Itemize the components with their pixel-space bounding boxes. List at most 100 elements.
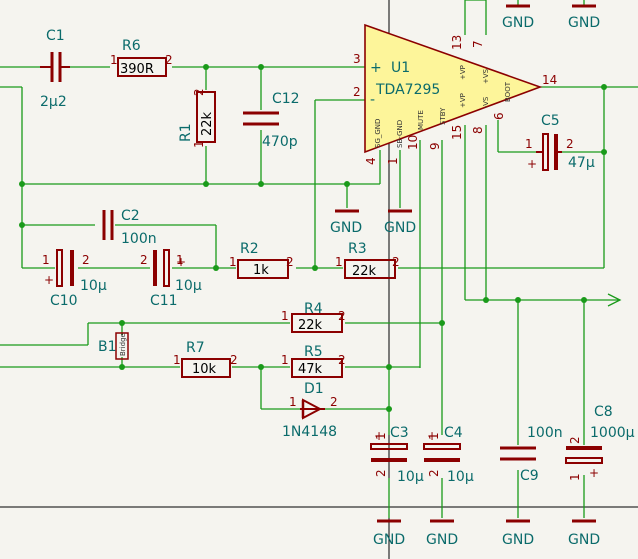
svg-text:2: 2 xyxy=(330,395,338,409)
component-c4[interactable]: C4 10µ 1 2 + xyxy=(423,425,474,485)
svg-text:BOOT: BOOT xyxy=(504,81,512,102)
component-b1[interactable]: Bridge B1 xyxy=(98,332,129,360)
c4-ref: C4 xyxy=(444,425,463,441)
svg-text:+VS: +VS xyxy=(482,68,490,84)
b1-value: Bridge xyxy=(119,333,127,356)
gnd-icon: GND xyxy=(426,519,458,548)
c5-value: 47µ xyxy=(568,155,595,171)
c11-ref: C11 xyxy=(150,293,178,309)
b1-ref: B1 xyxy=(98,339,117,355)
svg-text:1: 1 xyxy=(427,432,441,440)
svg-text:SG_GND: SG_GND xyxy=(374,119,382,148)
c11-value: 10µ xyxy=(175,278,202,294)
svg-text:1: 1 xyxy=(176,253,184,267)
c9-ref: C9 xyxy=(520,468,539,484)
u1-value: TDA7295 xyxy=(375,82,440,98)
component-u1[interactable]: + - U1 TDA7295 3 2 4 1 10 9 15 8 6 13 7 … xyxy=(353,23,557,165)
svg-text:2: 2 xyxy=(568,436,582,444)
r3-ref: R3 xyxy=(348,241,367,257)
svg-text:2: 2 xyxy=(230,353,238,367)
junctions xyxy=(19,64,607,412)
svg-text:1: 1 xyxy=(289,395,297,409)
svg-text:2: 2 xyxy=(374,469,388,477)
svg-text:-: - xyxy=(370,92,375,108)
c10-ref: C10 xyxy=(50,293,78,309)
wires xyxy=(0,0,638,518)
component-r7[interactable]: 10k R7 1 2 xyxy=(173,340,238,378)
r7-ref: R7 xyxy=(186,340,205,356)
component-r6[interactable]: 390R R6 1 2 xyxy=(110,38,173,77)
svg-text:SB-GND: SB-GND xyxy=(396,120,404,148)
d1-value: 1N4148 xyxy=(282,424,337,440)
svg-text:2: 2 xyxy=(427,469,441,477)
component-c10[interactable]: C10 10µ 1 2 + xyxy=(42,249,107,309)
component-c8[interactable]: C8 1000µ 2 1 + xyxy=(565,404,635,481)
r3-value: 22k xyxy=(352,264,377,279)
r4-ref: R4 xyxy=(304,301,323,317)
r1-value: 22k xyxy=(200,111,215,136)
r7-value: 10k xyxy=(192,362,217,377)
svg-text:+: + xyxy=(589,466,599,480)
svg-text:1: 1 xyxy=(192,140,206,148)
gnd-icon: GND xyxy=(568,4,600,31)
component-c1[interactable]: C1 2µ2 xyxy=(40,28,70,110)
svg-text:1: 1 xyxy=(386,157,400,165)
c8-ref: C8 xyxy=(594,404,613,420)
gnd-icon: GND xyxy=(568,519,600,548)
svg-text:2: 2 xyxy=(338,309,346,323)
component-c9[interactable]: C9 100n xyxy=(500,425,563,484)
svg-text:1: 1 xyxy=(281,353,289,367)
svg-text:1: 1 xyxy=(374,432,388,440)
gnd-icon: GND xyxy=(502,4,534,31)
c1-value: 2µ2 xyxy=(40,94,67,110)
r6-ref: R6 xyxy=(122,38,141,54)
svg-text:+: + xyxy=(527,157,537,171)
svg-text:+: + xyxy=(374,429,384,443)
c12-value: 470p xyxy=(262,134,298,150)
component-c12[interactable]: C12 470p xyxy=(243,91,300,150)
component-r3[interactable]: 22k R3 1 2 xyxy=(335,241,400,279)
svg-text:1: 1 xyxy=(281,309,289,323)
svg-text:GND: GND xyxy=(502,532,534,548)
gnd-icon: GND xyxy=(330,209,362,236)
svg-text:+: + xyxy=(176,255,186,269)
gnd-icon: GND xyxy=(373,519,405,548)
c9-value: 100n xyxy=(527,425,563,441)
svg-text:1: 1 xyxy=(42,253,50,267)
svg-text:2: 2 xyxy=(82,253,90,267)
component-c3[interactable]: C3 10µ 1 2 + xyxy=(370,425,424,485)
component-r1[interactable]: 22k R1 2 1 xyxy=(178,88,216,148)
svg-text:2: 2 xyxy=(566,137,574,151)
c10-value: 10µ xyxy=(80,278,107,294)
svg-text:GND: GND xyxy=(426,532,458,548)
c12-ref: C12 xyxy=(272,91,300,107)
component-d1[interactable]: D1 1N4148 1 2 xyxy=(282,381,338,440)
svg-text:10: 10 xyxy=(406,135,420,150)
svg-text:GND: GND xyxy=(502,15,534,31)
component-r5[interactable]: 47k R5 1 2 xyxy=(281,344,346,378)
component-r4[interactable]: 22k R4 1 2 xyxy=(281,301,346,333)
r2-ref: R2 xyxy=(240,241,259,257)
component-c11[interactable]: C11 10µ 2 1 + xyxy=(140,249,202,309)
component-c5[interactable]: C5 47µ 1 2 + xyxy=(525,113,595,171)
r5-ref: R5 xyxy=(304,344,323,360)
svg-text:2: 2 xyxy=(353,85,361,99)
svg-text:STBY: STBY xyxy=(439,107,447,125)
r5-value: 47k xyxy=(298,362,323,377)
u1-ref: U1 xyxy=(391,60,410,76)
gnd-icon: GND xyxy=(502,519,534,548)
svg-text:GND: GND xyxy=(568,532,600,548)
svg-text:+: + xyxy=(370,60,382,76)
svg-text:2: 2 xyxy=(140,253,148,267)
svg-text:2: 2 xyxy=(286,255,294,269)
r6-value: 390R xyxy=(120,62,154,77)
svg-text:2: 2 xyxy=(338,353,346,367)
svg-text:3: 3 xyxy=(353,52,361,66)
svg-text:1: 1 xyxy=(525,137,533,151)
c1-ref: C1 xyxy=(46,28,65,44)
component-c2[interactable]: C2 100n xyxy=(102,208,157,247)
svg-text:7: 7 xyxy=(471,40,485,48)
component-r2[interactable]: 1k R2 1 2 xyxy=(229,241,294,279)
